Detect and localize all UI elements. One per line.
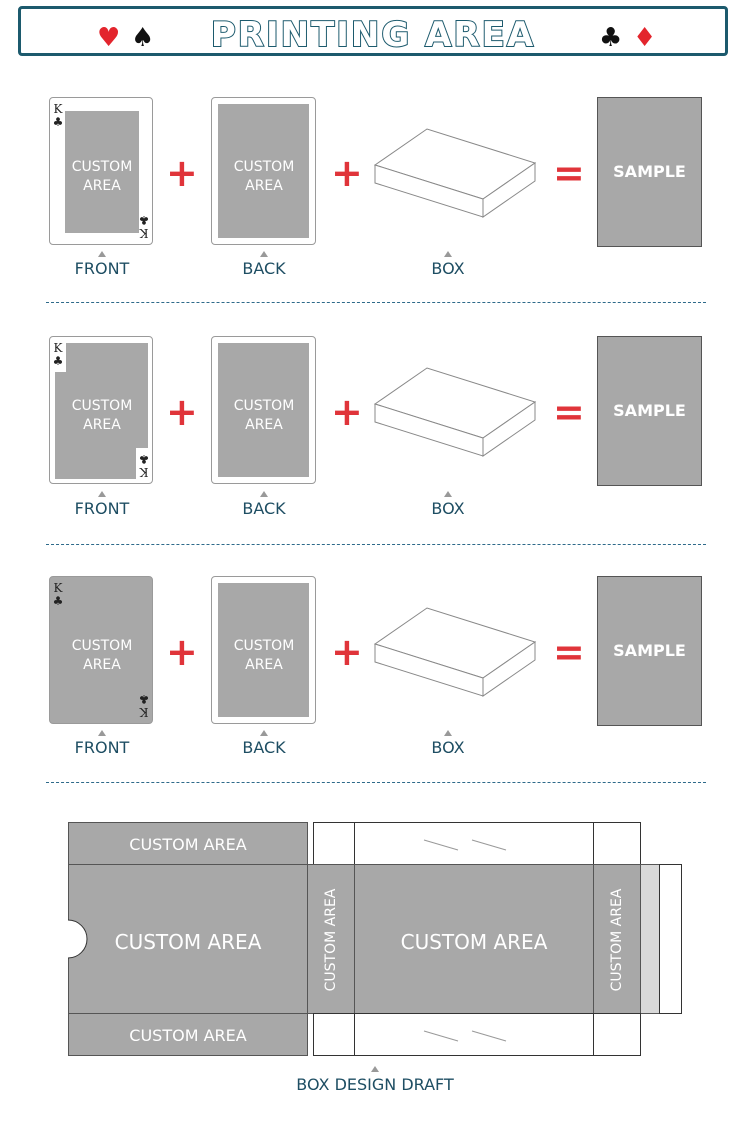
front-card: K♣ K♣ CUSTOM AREA	[49, 336, 153, 484]
pointer-icon	[98, 730, 106, 736]
plus-sign: +	[331, 151, 363, 195]
bottom-outline-side	[313, 1013, 355, 1056]
front-custom-label: CUSTOM AREA	[71, 638, 133, 673]
pointer-icon	[371, 1066, 379, 1072]
pointer-icon	[444, 251, 452, 257]
front-label: FRONT	[74, 259, 130, 278]
sample-label: SAMPLE	[613, 162, 686, 181]
front-custom-area	[65, 111, 139, 233]
pointer-icon	[260, 491, 268, 497]
equals-sign: =	[553, 151, 585, 195]
front-custom-label: CUSTOM AREA	[71, 398, 133, 433]
sample-card: SAMPLE	[597, 336, 702, 486]
top-outline-side	[313, 822, 355, 865]
box-label: BOX	[431, 738, 465, 757]
box-design-draft: CUSTOM AREA CUSTOM AREA CUSTOM AREA CUST…	[0, 822, 750, 1062]
option-row-2: K♣ K♣ CUSTOM AREA + CUSTOM AREA + = SAMP…	[0, 336, 750, 526]
side-right-label: CUSTOM AREA	[609, 888, 625, 992]
page-title: PRINTING AREA	[210, 15, 536, 55]
club-icon: ♣	[599, 23, 623, 53]
plus-sign: +	[166, 151, 198, 195]
side-left-label: CUSTOM AREA	[323, 888, 339, 992]
sample-card: SAMPLE	[597, 576, 702, 726]
card-corner-top: K♣	[52, 581, 64, 608]
pointer-icon	[444, 730, 452, 736]
front-custom-area	[55, 343, 148, 479]
diamond-icon: ♦	[633, 23, 657, 53]
box-illustration	[373, 367, 537, 457]
glue-flap-outline	[659, 864, 682, 1014]
back-custom-area	[218, 104, 309, 238]
card-corner-top: K♣	[52, 102, 64, 129]
divider	[46, 302, 706, 303]
bottom-flap-panel: CUSTOM AREA	[68, 1013, 308, 1056]
back-custom-label: CUSTOM AREA	[233, 638, 295, 673]
front-panel: CUSTOM AREA	[68, 864, 308, 1014]
back-label: BACK	[242, 738, 286, 757]
card-corner-bottom: K♣	[138, 213, 150, 240]
back-custom-area	[218, 583, 309, 717]
plus-sign: +	[166, 390, 198, 434]
side-panel-left: CUSTOM AREA	[307, 864, 355, 1014]
back-custom-area	[218, 343, 309, 477]
back-card: CUSTOM AREA	[211, 576, 316, 724]
top-outline-side	[593, 822, 641, 865]
fold-marks	[423, 1030, 507, 1042]
top-flap-panel: CUSTOM AREA	[68, 822, 308, 865]
front-card: K♣ K♣ CUSTOM AREA	[49, 97, 153, 245]
box-label: BOX	[431, 259, 465, 278]
divider	[46, 544, 706, 545]
sample-card: SAMPLE	[597, 97, 702, 247]
pointer-icon	[98, 491, 106, 497]
card-corner-bottom: K♣	[138, 452, 150, 479]
plus-sign: +	[166, 630, 198, 674]
front-card: K♣ K♣ CUSTOM AREA	[49, 576, 153, 724]
back-panel-label: CUSTOM AREA	[400, 930, 548, 954]
pointer-icon	[260, 251, 268, 257]
sample-label: SAMPLE	[613, 641, 686, 660]
top-flap-label: CUSTOM AREA	[129, 835, 247, 854]
plus-sign: +	[331, 390, 363, 434]
pointer-icon	[444, 491, 452, 497]
header-banner: ♥ ♠ PRINTING AREA ♣ ♦	[18, 6, 728, 56]
glue-flap	[640, 864, 660, 1014]
box-label: BOX	[431, 499, 465, 518]
card-corner-top: K♣	[52, 341, 64, 368]
bottom-outline-side	[593, 1013, 641, 1056]
option-row-3: K♣ K♣ CUSTOM AREA + CUSTOM AREA + = SAMP…	[0, 576, 750, 766]
spade-icon: ♠	[131, 23, 155, 53]
heart-icon: ♥	[97, 23, 121, 53]
back-custom-label: CUSTOM AREA	[233, 398, 295, 433]
thumb-notch	[68, 919, 88, 959]
bottom-flap-label: CUSTOM AREA	[129, 1026, 247, 1045]
box-design-caption: BOX DESIGN DRAFT	[296, 1075, 454, 1094]
sample-label: SAMPLE	[613, 401, 686, 420]
box-illustration	[373, 607, 537, 697]
back-card: CUSTOM AREA	[211, 336, 316, 484]
bottom-outline-back	[354, 1013, 594, 1056]
equals-sign: =	[553, 630, 585, 674]
pointer-icon	[260, 730, 268, 736]
back-panel: CUSTOM AREA	[354, 864, 594, 1014]
box-illustration	[373, 128, 537, 218]
back-label: BACK	[242, 259, 286, 278]
front-panel-label: CUSTOM AREA	[114, 930, 262, 954]
card-corner-bottom: K♣	[138, 692, 150, 719]
option-row-1: K♣ K♣ CUSTOM AREA + CUSTOM AREA + = SAMP…	[0, 97, 750, 287]
front-label: FRONT	[74, 499, 130, 518]
equals-sign: =	[553, 390, 585, 434]
front-label: FRONT	[74, 738, 130, 757]
back-custom-label: CUSTOM AREA	[233, 159, 295, 194]
front-custom-label: CUSTOM AREA	[71, 159, 133, 194]
back-label: BACK	[242, 499, 286, 518]
plus-sign: +	[331, 630, 363, 674]
side-panel-right: CUSTOM AREA	[593, 864, 641, 1014]
pointer-icon	[98, 251, 106, 257]
divider	[46, 782, 706, 783]
fold-marks	[423, 839, 507, 851]
back-card: CUSTOM AREA	[211, 97, 316, 245]
